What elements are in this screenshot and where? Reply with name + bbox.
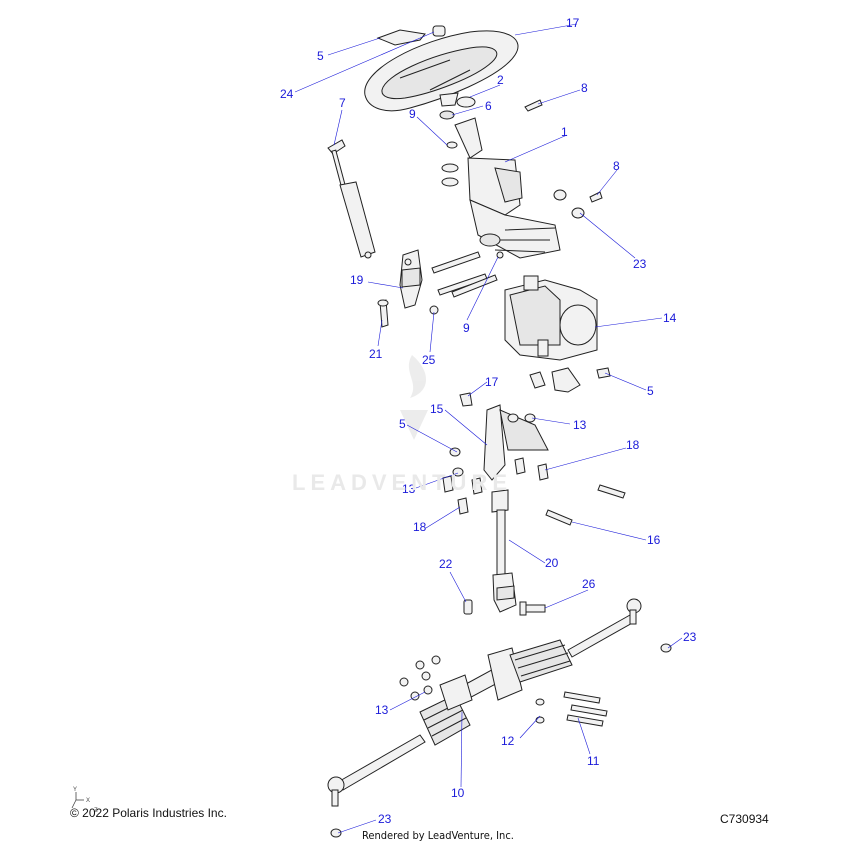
callout-6: 6 <box>485 99 492 113</box>
tie-rod-nut-left <box>330 828 342 838</box>
callout-5-left: 5 <box>399 417 406 431</box>
callout-9-lower: 9 <box>463 321 470 335</box>
steering-column-bracket <box>441 117 561 259</box>
axis-triad: Y X Z <box>71 787 98 814</box>
callout-16: 16 <box>647 533 661 547</box>
rendered-by-credit: Rendered by LeadVenture, Inc. <box>362 829 514 842</box>
callout-7: 7 <box>339 96 346 110</box>
copyright-notice: © 2022 Polaris Industries Inc. <box>70 806 227 820</box>
tie-rod-end-left <box>327 776 345 807</box>
steering-rack <box>337 614 635 791</box>
clevis-bracket <box>529 367 611 393</box>
watermark-text: LEADVENTURE <box>292 470 513 495</box>
screw-upper <box>524 99 543 112</box>
callout-5-right: 5 <box>647 384 654 398</box>
callout-23-lower: 23 <box>378 812 392 826</box>
callout-21: 21 <box>369 347 383 361</box>
callout-8-upper: 8 <box>581 81 588 95</box>
callout-17: 17 <box>485 375 499 389</box>
wheel-nut <box>439 96 476 120</box>
intermediate-shaft <box>491 489 517 613</box>
callout-15: 15 <box>430 402 444 416</box>
callout-18-left: 18 <box>413 520 427 534</box>
rack-mount-nuts <box>399 655 441 701</box>
callout-23-right: 23 <box>683 630 697 644</box>
long-bolts <box>429 251 498 315</box>
steering-wheel <box>364 30 519 112</box>
tie-rod-nut-right <box>660 643 672 653</box>
drawing-number: C730934 <box>720 812 769 826</box>
callout-9-upper: 9 <box>409 107 416 121</box>
tilt-gas-strut <box>327 139 376 259</box>
mount-bracket <box>449 392 549 481</box>
leader-lines <box>294 23 683 834</box>
axis-x-label: X <box>86 798 90 804</box>
pinch-bolt <box>377 299 389 328</box>
callout-22: 22 <box>439 557 453 571</box>
watermark-logo <box>400 355 428 440</box>
callout-23-upper: 23 <box>633 257 647 271</box>
screw-right <box>589 191 603 203</box>
callout-10: 10 <box>451 786 465 800</box>
callout-20: 20 <box>545 556 559 570</box>
flange-nuts <box>553 189 585 219</box>
wheel-cap <box>432 25 446 37</box>
callout-14: 14 <box>663 311 677 325</box>
callout-25: 25 <box>422 353 436 367</box>
callout-8-right: 8 <box>613 159 620 173</box>
callout-2: 2 <box>497 73 504 87</box>
callout-13-lower: 13 <box>375 703 389 717</box>
axis-z-label: Z <box>94 808 98 814</box>
callout-3: 17 <box>566 16 580 30</box>
callout-19: 19 <box>350 273 364 287</box>
rack-mount-bolts <box>563 691 608 727</box>
callout-18-right: 18 <box>626 438 640 452</box>
pin <box>463 599 473 615</box>
callout-12: 12 <box>501 734 515 748</box>
callout-13-left: 13 <box>402 482 416 496</box>
tie-rod-end-right <box>626 598 642 625</box>
horn-pad-cap <box>376 29 426 46</box>
callout-1: 1 <box>561 125 568 139</box>
mount-bolts <box>545 484 626 526</box>
upper-u-joint <box>399 249 423 309</box>
callout-labels: 17 5 24 2 6 8 7 1 9 8 23 19 9 14 21 25 1… <box>280 16 697 826</box>
shaft-bolt <box>519 601 546 616</box>
callout-24: 24 <box>280 87 294 101</box>
power-steering-unit <box>504 275 598 361</box>
callout-13-mid: 13 <box>573 418 587 432</box>
callout-26: 26 <box>582 577 596 591</box>
callout-11: 11 <box>587 754 600 768</box>
axis-y-label: Y <box>73 787 77 793</box>
callout-4: 5 <box>317 49 324 63</box>
